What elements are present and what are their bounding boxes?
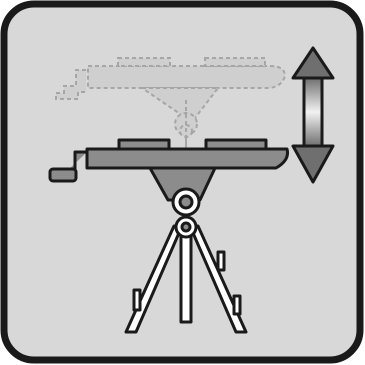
pivot-joint-icon [171,187,201,239]
ghost-table-icon [55,57,287,150]
hand-crank-icon [48,150,87,183]
work-table-icon [85,138,289,202]
up-down-arrow-icon [291,46,335,184]
tripod-icon [124,224,248,334]
